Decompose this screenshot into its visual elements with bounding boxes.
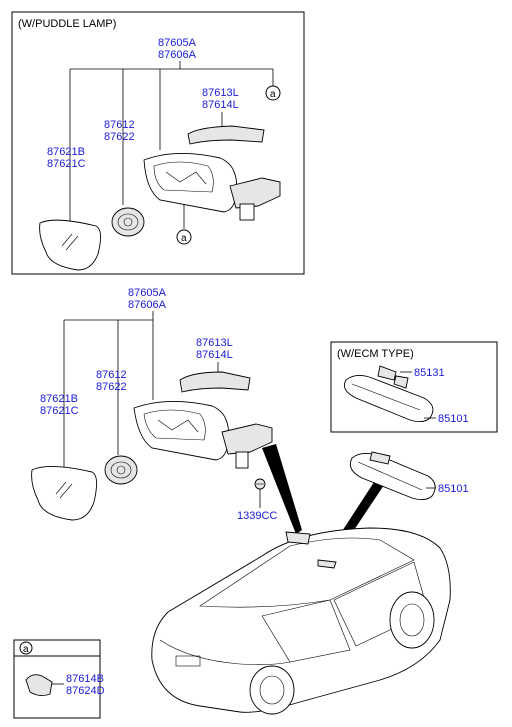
mid-callout-mirror-assy-a: 87605A <box>128 287 167 299</box>
ref-a-panel-circle <box>19 641 33 655</box>
puddle-lamp-panel-frame <box>11 11 305 275</box>
top-mirror-glass <box>39 219 101 271</box>
top-mirror-actuator <box>111 207 145 237</box>
standard-mirror-group: 87605A 87606A 87613L 87614L 87612 87622 … <box>31 287 386 566</box>
ecm-panel-header: (W/ECM TYPE) <box>337 348 414 360</box>
ref-a-panel-frame <box>13 639 101 719</box>
ref-callout-lamp-b: 87624D <box>66 685 105 697</box>
ref-a-panel: a 87614B 87624D <box>13 639 105 719</box>
top-ref-circle-a-2 <box>176 229 192 245</box>
mid-callout-bolt: 1339CC <box>237 510 277 522</box>
ecm-panel-frame <box>330 341 498 433</box>
sedan-illustration <box>151 527 451 715</box>
top-ref-circle-a <box>265 85 281 101</box>
mid-callout-cover-b: 87614L <box>196 349 233 361</box>
top-mirror-cover <box>187 125 265 145</box>
door-mirror-pointer <box>262 444 302 534</box>
top-callout-cover-a: 87613L <box>202 87 239 99</box>
puddle-lamp-panel: (W/PUDDLE LAMP) 87605A 87606A a a 87613L… <box>11 11 305 275</box>
top-callout-actuator-b: 87622 <box>104 131 135 143</box>
ecm-panel: (W/ECM TYPE) 85131 85101 <box>330 341 498 433</box>
top-mirror-housing <box>143 153 281 221</box>
ecm-callout-mirror: 85101 <box>438 413 469 425</box>
mid-mirror-actuator <box>104 455 138 485</box>
top-callout-mirror-assy-a: 87605A <box>158 37 197 49</box>
mid-callout-actuator-b: 87622 <box>96 381 127 393</box>
mid-bolt <box>254 478 266 490</box>
top-ref-label-a: a <box>270 89 276 100</box>
puddle-lamp <box>25 674 64 697</box>
ecm-callout-cover: 85131 <box>414 367 445 379</box>
top-callout-glass-a: 87621B <box>47 146 85 158</box>
top-callout-cover-b: 87614L <box>202 99 239 111</box>
inside-mirror-callout: 85101 <box>438 483 469 495</box>
top-callout-glass-b: 87621C <box>47 158 86 170</box>
mid-callout-cover-a: 87613L <box>196 337 233 349</box>
top-callout-mirror-assy-b: 87606A <box>158 49 197 61</box>
mid-callout-glass-b: 87621C <box>40 405 79 417</box>
mid-mirror-glass <box>31 466 97 521</box>
ref-a-panel-header: a <box>23 644 29 655</box>
inside-mirror: 85101 <box>349 451 469 501</box>
top-ref-label-a-2: a <box>181 233 187 244</box>
puddle-lamp-panel-header: (W/PUDDLE LAMP) <box>18 18 116 30</box>
mid-mirror-cover <box>179 371 251 393</box>
mid-callout-actuator-a: 87612 <box>96 369 127 381</box>
top-callout-actuator-a: 87612 <box>104 119 135 131</box>
ecm-mirror <box>343 365 434 423</box>
ref-callout-lamp-a: 87614B <box>66 673 104 685</box>
mid-callout-glass-a: 87621B <box>40 393 78 405</box>
mid-callout-mirror-assy-b: 87606A <box>128 299 167 311</box>
mid-mirror-housing <box>133 401 273 469</box>
